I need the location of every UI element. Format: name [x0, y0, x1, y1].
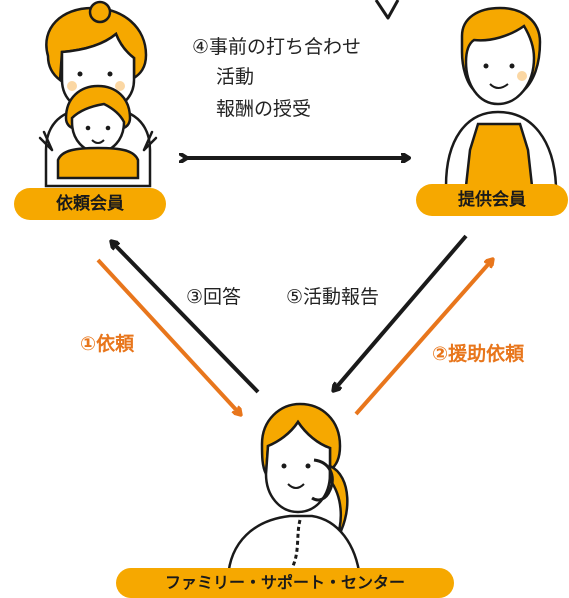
provider-illustration — [444, 6, 558, 188]
step4-line3: 報酬の授受 — [216, 98, 312, 120]
arrow-support-request — [354, 260, 492, 416]
mother-child-illustration — [38, 0, 158, 188]
step4-line1: ④事前の打ち合わせ — [192, 36, 362, 58]
provider-label: 提供会員 — [416, 184, 568, 216]
step4-line2: 活動 — [216, 66, 255, 88]
speech-bubble-tail — [374, 0, 400, 20]
arrow-answer — [112, 242, 260, 394]
arrow-report — [334, 234, 468, 390]
center-label: ファミリー・サポート・センター — [116, 568, 454, 598]
center-staff-illustration — [226, 402, 362, 580]
step2-label: ②援助依頼 — [432, 343, 525, 365]
step3-label: ③回答 — [186, 286, 242, 308]
requester-label: 依頼会員 — [14, 188, 166, 220]
arrow-request — [96, 258, 240, 414]
step5-label: ⑤活動報告 — [286, 286, 380, 308]
step1-label: ①依頼 — [80, 333, 135, 355]
